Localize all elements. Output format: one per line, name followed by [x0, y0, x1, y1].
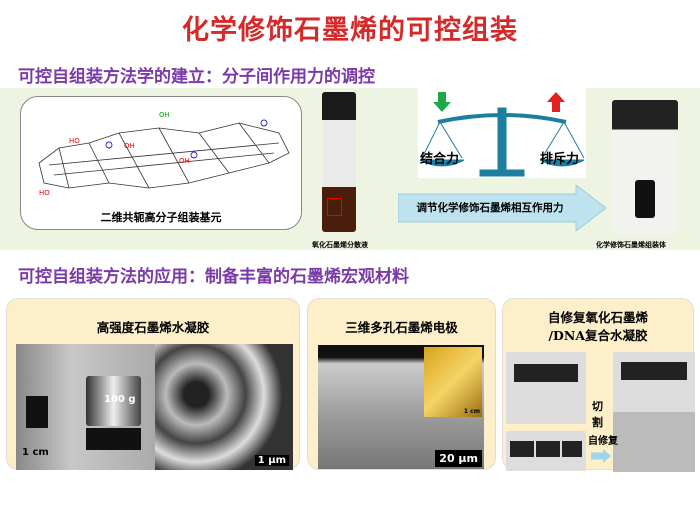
porous-electrode-sem: 1 cm 20 μm	[318, 345, 484, 469]
svg-text:HO: HO	[39, 189, 50, 197]
balance-diagram: 结合力 排斥力	[418, 88, 586, 178]
scale-balance-icon	[419, 92, 585, 177]
cut-label: 切割	[592, 400, 603, 429]
inset-scale-label: 1 cm	[463, 408, 480, 415]
self-heal-label: 自修复	[588, 436, 618, 447]
scale-bar-label: 1 μm	[254, 455, 289, 466]
scale-bar-label: 1 cm	[22, 447, 49, 458]
right-arrow-icon	[398, 185, 606, 231]
electrode-panel: 三维多孔石墨烯电极 1 cm 20 μm	[307, 298, 496, 470]
panel-title-line2: /DNA复合水凝胶	[548, 328, 648, 343]
vial1-caption: 氧化石墨烯分散液	[312, 240, 368, 249]
page-title: 化学修饰石墨烯的可控组装	[182, 15, 518, 46]
molecule-diagram: HO OH OH HO OH 二维共轭高分子组装基元	[20, 96, 302, 230]
molecule-label: 二维共轭高分子组装基元	[100, 211, 222, 224]
svg-text:OH: OH	[159, 111, 170, 119]
svg-text:OH: OH	[179, 157, 190, 165]
sem-image: 1 μm	[155, 344, 293, 470]
scale-bar-label: 20 μm	[435, 450, 482, 467]
hydrogel-bridge-photo	[506, 352, 586, 424]
svg-text:OH: OH	[124, 142, 135, 150]
binding-force-label: 结合力	[420, 152, 460, 167]
healed-hydrogel-photo	[613, 352, 695, 472]
panel-title-line1: 自修复氧化石墨烯	[547, 310, 648, 325]
arrow-label: 调节化学修饰石墨烯相互作用力	[416, 202, 564, 214]
section1-heading: 可控自组装方法学的建立：分子间作用力的调控	[18, 67, 375, 87]
svg-text:HO: HO	[69, 137, 80, 145]
assembly-vial	[612, 100, 678, 234]
panel-title: 三维多孔石墨烯电极	[345, 320, 458, 335]
hydrogel-panel: 高强度石墨烯水凝胶 100 g 1 cm 1 μm	[6, 298, 300, 470]
hydrogel-weight-photo: 100 g 1 cm	[16, 344, 155, 470]
weight-label: 100 g	[104, 394, 136, 405]
electrode-inset-photo: 1 cm	[424, 347, 482, 417]
cut-hydrogel-photo	[506, 431, 586, 471]
down-arrow-icon	[433, 92, 451, 112]
vial2-caption: 化学修饰石墨烯组装体	[596, 240, 666, 249]
self-healing-panel: 自修复氧化石墨烯 /DNA复合水凝胶 切割 自修复	[502, 298, 695, 472]
right-arrow-icon	[591, 449, 611, 463]
graphene-oxide-structure-icon: HO OH OH HO OH	[38, 111, 290, 197]
section2-heading: 可控自组装方法的应用：制备丰富的石墨烯宏观材料	[18, 267, 409, 287]
repulsion-force-label: 排斥力	[540, 152, 580, 167]
highlight-box	[327, 198, 342, 216]
panel-title: 高强度石墨烯水凝胶	[96, 320, 210, 335]
up-arrow-icon	[547, 92, 565, 112]
